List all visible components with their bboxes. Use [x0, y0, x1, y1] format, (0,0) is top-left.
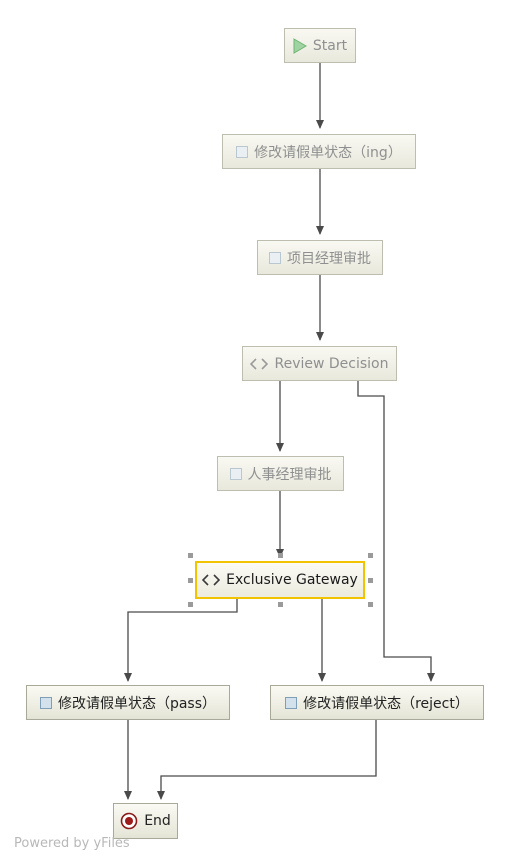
pm-approval-node[interactable]: 项目经理审批 [257, 240, 383, 275]
selection-handle-top-right[interactable] [368, 553, 373, 558]
selection-handle-right[interactable] [368, 578, 373, 583]
selection-handle-top-left[interactable] [188, 553, 193, 558]
selection-handle-bottom-left[interactable] [188, 602, 193, 607]
node-label: Exclusive Gateway [226, 572, 358, 588]
start-node[interactable]: Start [284, 28, 356, 63]
review-decision-node[interactable]: Review Decision [242, 346, 397, 381]
edge-review-decision-to-set-status-reject [357, 381, 435, 682]
task-icon [285, 696, 298, 709]
node-label: Review Decision [274, 355, 389, 372]
gateway-icon [250, 357, 269, 370]
exclusive-gateway-node[interactable]: Exclusive Gateway [195, 561, 365, 599]
end-node[interactable]: End [113, 803, 178, 839]
set-status-reject-node[interactable]: 修改请假单状态（reject） [270, 685, 484, 720]
task-icon [229, 467, 242, 480]
node-label: 人事经理审批 [247, 466, 332, 483]
play-icon [293, 37, 307, 54]
node-label: Start [312, 37, 348, 54]
task-icon [236, 145, 249, 158]
node-label: 修改请假单状态（reject） [303, 695, 469, 712]
hr-approval-node[interactable]: 人事经理审批 [217, 456, 344, 491]
gateway-icon [202, 574, 221, 586]
node-label: 修改请假单状态（pass） [57, 695, 217, 712]
task-icon [269, 251, 281, 264]
selection-handle-top[interactable] [278, 553, 283, 558]
node-label: End [144, 813, 171, 829]
node-label: 修改请假单状态（ing） [254, 144, 402, 161]
set-status-ing-node[interactable]: 修改请假单状态（ing） [222, 134, 416, 169]
selection-handle-left[interactable] [188, 578, 193, 583]
node-label: 项目经理审批 [287, 250, 371, 267]
selection-handle-bottom[interactable] [278, 602, 283, 607]
watermark: Powered by yFiles [14, 836, 130, 851]
task-icon [39, 696, 52, 709]
set-status-pass-node[interactable]: 修改请假单状态（pass） [26, 685, 230, 720]
end-event-icon [120, 812, 138, 830]
edge-set-status-reject-to-end [157, 720, 377, 800]
selection-handle-bottom-right[interactable] [368, 602, 373, 607]
edge-exclusive-gateway-to-set-status-pass [124, 599, 238, 682]
